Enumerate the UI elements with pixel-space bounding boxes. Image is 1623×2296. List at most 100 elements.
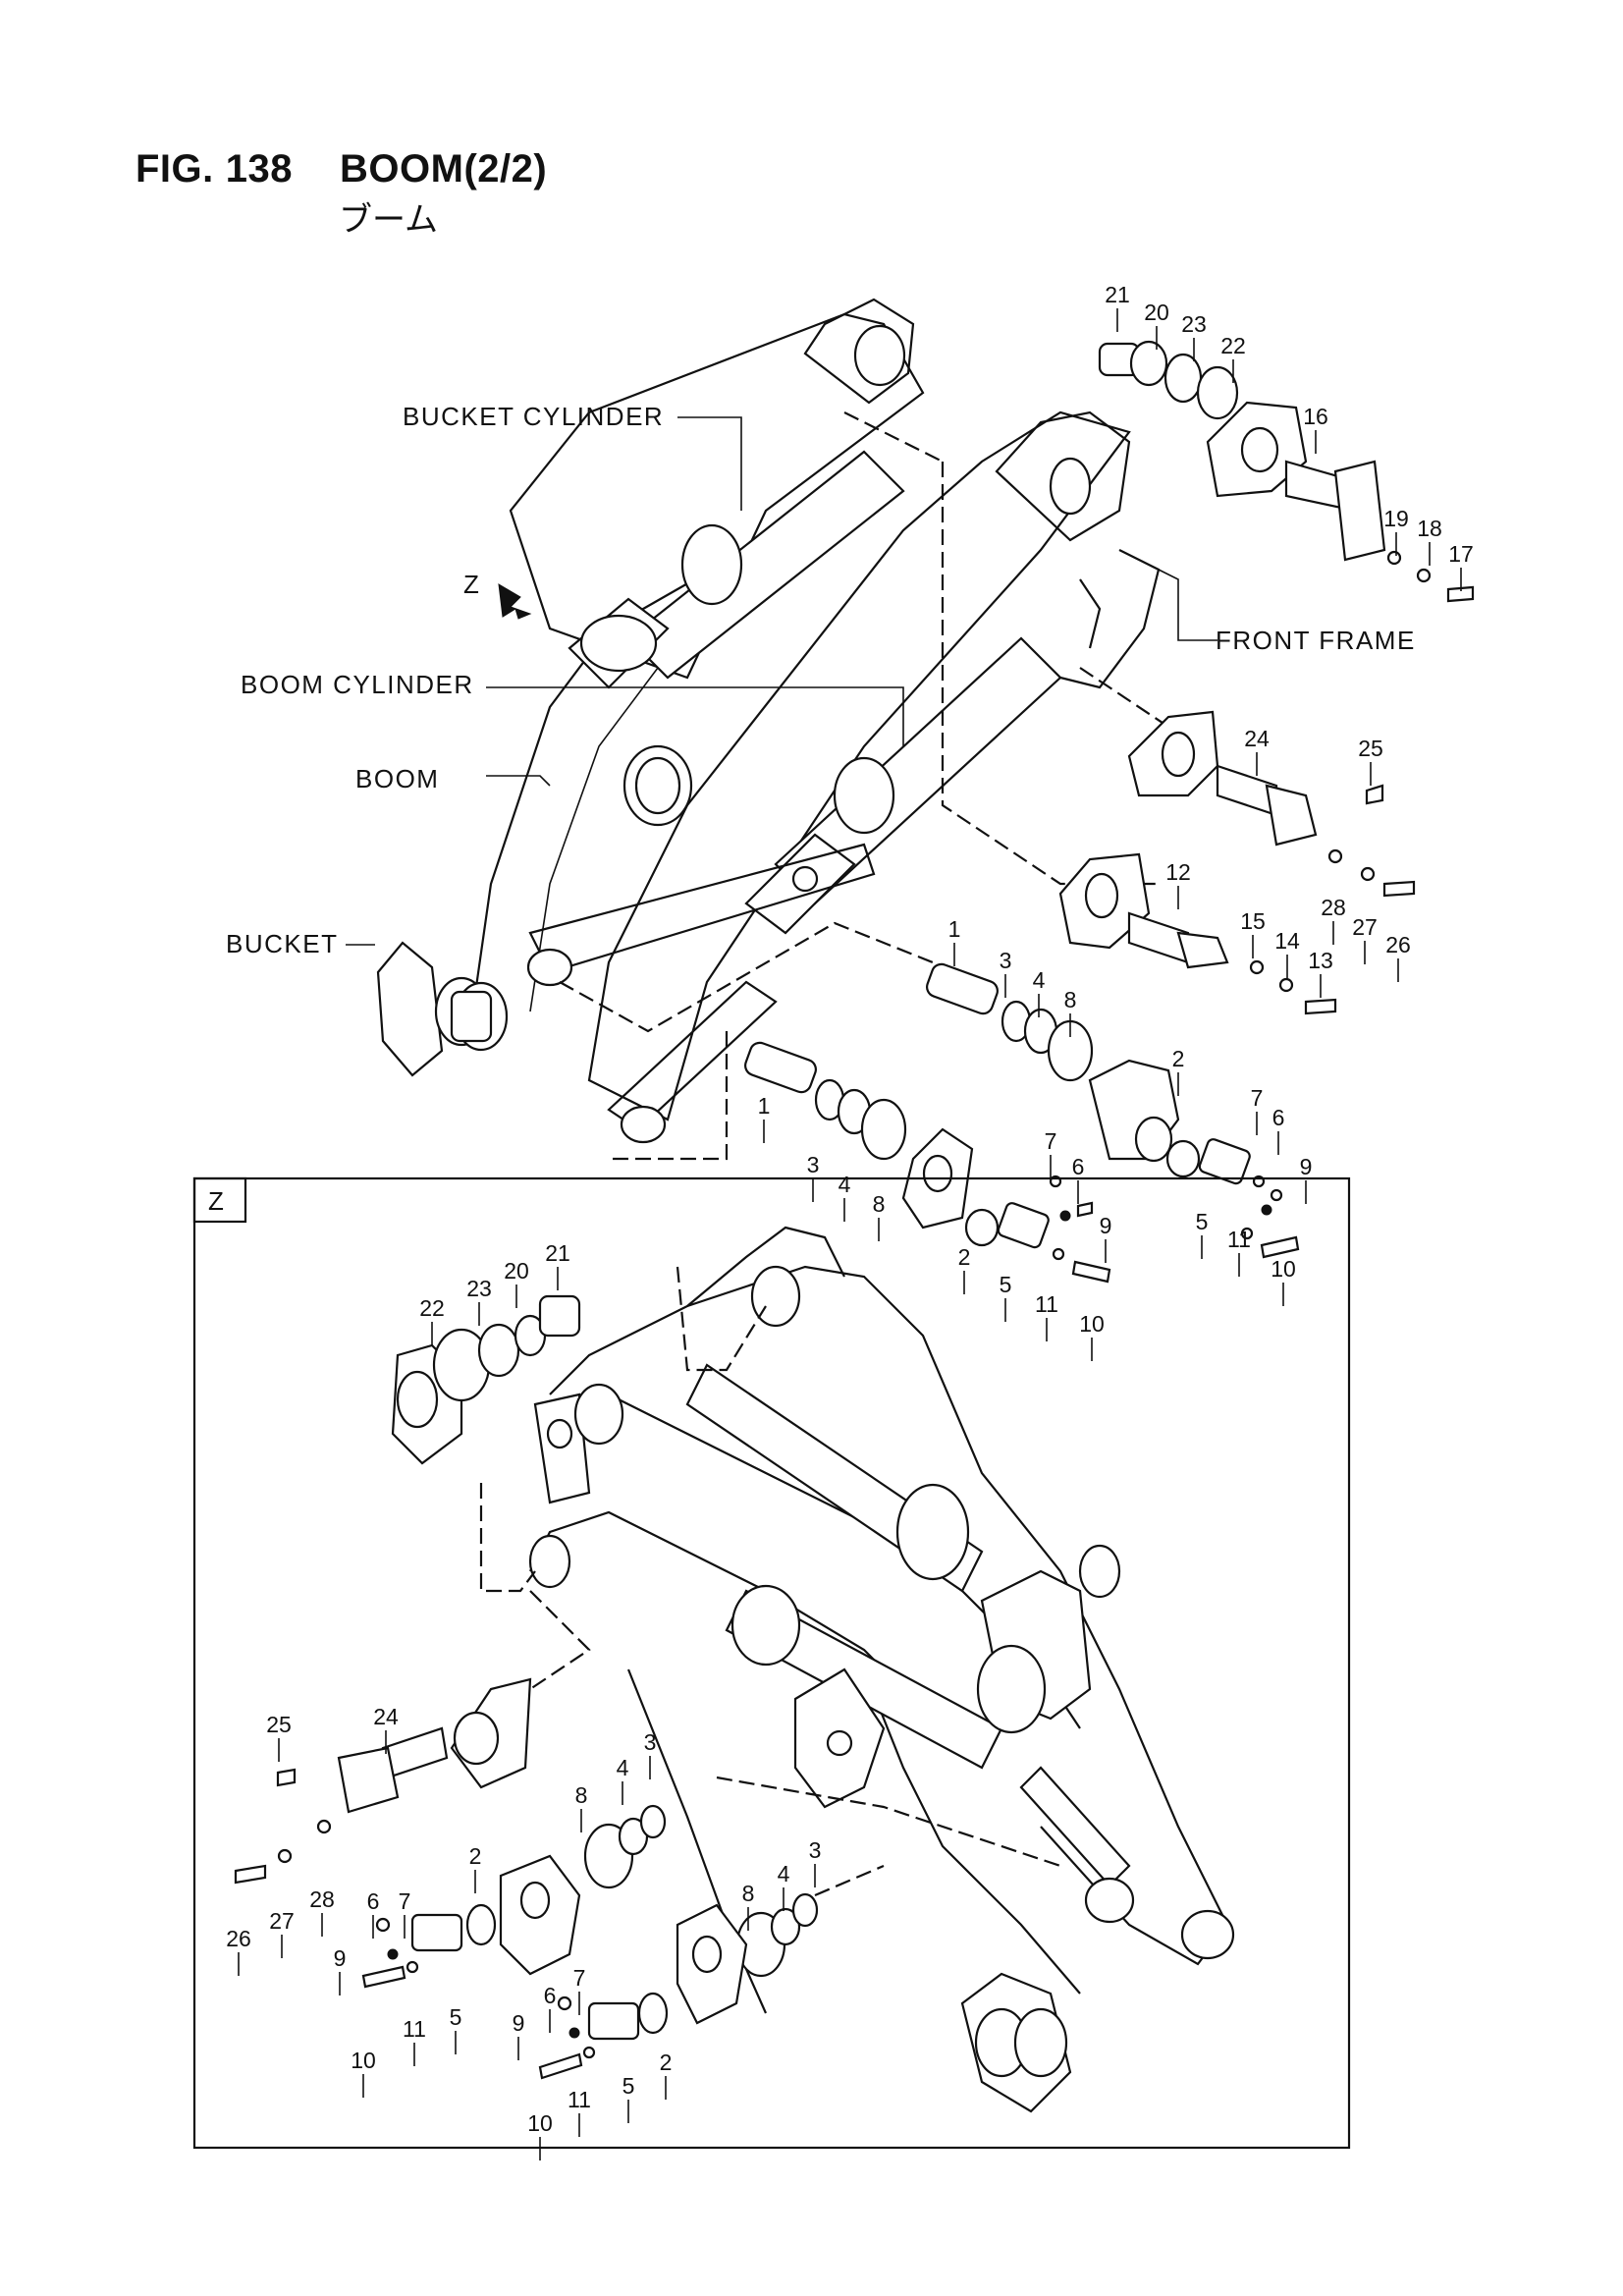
part-callout-5: 5 <box>622 2073 635 2099</box>
bucket-cylinder <box>568 450 905 689</box>
part-callout-1: 1 <box>948 916 961 942</box>
text-labels: BUCKET CYLINDER FRONT FRAME BOOM CYLINDE… <box>208 402 1416 1216</box>
label-front-frame: FRONT FRAME <box>1216 626 1416 655</box>
part-callout-9: 9 <box>1300 1154 1313 1179</box>
part-callout-19: 19 <box>1383 506 1409 531</box>
upper-assembly <box>346 298 1475 1284</box>
part-callout-21: 21 <box>545 1240 570 1266</box>
part-callout-6: 6 <box>1072 1154 1085 1179</box>
top-pivot-right <box>995 410 1131 542</box>
part-callout-11: 11 <box>1227 1227 1251 1252</box>
figure-number: 138 <box>225 147 294 191</box>
part-callout-22: 22 <box>1220 333 1246 358</box>
front-frame-edge <box>1059 549 1161 689</box>
part-callout-28: 28 <box>1321 895 1346 920</box>
part-callout-7: 7 <box>399 1888 411 1914</box>
label-detail-box: Z <box>208 1186 225 1216</box>
part-callout-28: 28 <box>309 1886 335 1912</box>
part-callout-18: 18 <box>1417 516 1442 541</box>
part-callout-7: 7 <box>1045 1128 1057 1154</box>
part-callout-23: 23 <box>466 1276 492 1301</box>
label-bucket-cylinder: BUCKET CYLINDER <box>403 402 664 431</box>
part-callout-1: 1 <box>758 1093 771 1119</box>
part-callout-8: 8 <box>873 1191 886 1217</box>
part-callout-2: 2 <box>1172 1046 1185 1071</box>
label-bucket: BUCKET <box>226 929 338 958</box>
figure-prefix: FIG. <box>135 147 214 191</box>
part-callout-24: 24 <box>1244 726 1270 751</box>
pin-1-group-lower <box>744 1041 1111 1284</box>
part-callout-2: 2 <box>660 2050 673 2075</box>
figure-title: FIG.138 BOOM(2/2) <box>135 147 547 191</box>
part-callout-11: 11 <box>1035 1291 1058 1317</box>
z-frame-outline <box>549 1265 1229 1966</box>
part-callout-4: 4 <box>778 1861 790 1886</box>
boom-cylinder <box>744 636 1062 935</box>
boom-outline <box>469 549 747 1022</box>
part-callout-27: 27 <box>1352 914 1378 940</box>
part-callout-4: 4 <box>1033 967 1046 993</box>
label-boom-cylinder: BOOM CYLINDER <box>241 670 474 699</box>
part-callout-27: 27 <box>269 1908 295 1934</box>
part-callout-15: 15 <box>1240 908 1266 934</box>
part-callout-5: 5 <box>1000 1272 1012 1297</box>
pin-12-group <box>1058 852 1337 1015</box>
label-boom: BOOM <box>355 764 439 793</box>
part-callout-9: 9 <box>513 2010 525 2036</box>
part-callout-16: 16 <box>1303 404 1328 429</box>
figure-name: BOOM(2/2) <box>340 147 548 191</box>
top-pivot-left <box>803 298 915 405</box>
part-callout-25: 25 <box>266 1712 292 1737</box>
part-callout-3: 3 <box>809 1837 822 1863</box>
part-callout-24: 24 <box>373 1704 399 1729</box>
part-callout-21: 21 <box>1105 282 1130 307</box>
part-callout-6: 6 <box>1272 1105 1285 1130</box>
part-callout-23: 23 <box>1181 311 1207 337</box>
part-callout-25: 25 <box>1358 736 1383 761</box>
figure-subtitle: ブーム <box>339 201 438 239</box>
pin-16-group <box>1098 340 1475 603</box>
part-callout-11: 11 <box>403 2016 426 2042</box>
part-callout-3: 3 <box>1000 948 1012 973</box>
label-view-z: Z <box>463 570 480 599</box>
part-callout-2: 2 <box>958 1244 971 1270</box>
part-callout-2: 2 <box>469 1843 482 1869</box>
part-callout-3: 3 <box>644 1729 657 1755</box>
part-callout-8: 8 <box>742 1881 755 1906</box>
part-callout-4: 4 <box>839 1172 851 1197</box>
detail-corner-box <box>192 1176 247 1224</box>
part-callout-20: 20 <box>504 1258 529 1284</box>
detail-frame <box>192 1176 1351 2150</box>
part-callout-14: 14 <box>1274 928 1300 954</box>
part-callout-13: 13 <box>1308 948 1333 973</box>
part-callout-20: 20 <box>1144 300 1169 325</box>
part-callout-11: 11 <box>568 2087 591 2112</box>
view-z-arrow <box>498 583 532 620</box>
part-callout-10: 10 <box>1271 1256 1296 1282</box>
part-callout-8: 8 <box>575 1782 588 1808</box>
bucket-attachment <box>376 941 509 1077</box>
part-callout-26: 26 <box>1385 932 1411 957</box>
part-callout-8: 8 <box>1064 987 1077 1012</box>
part-callout-7: 7 <box>1251 1085 1264 1111</box>
part-callout-5: 5 <box>450 2004 462 2030</box>
part-callout-17: 17 <box>1448 541 1474 567</box>
part-callout-10: 10 <box>1079 1311 1105 1337</box>
part-callout-12: 12 <box>1165 859 1191 885</box>
part-callout-5: 5 <box>1196 1209 1209 1234</box>
part-callout-9: 9 <box>334 1945 347 1971</box>
detail-view-z <box>192 1176 1351 2150</box>
boom-arm-right <box>587 410 1131 1121</box>
pin-1-group-upper <box>926 962 1300 1259</box>
part-callout-9: 9 <box>1100 1213 1112 1238</box>
part-callout-7: 7 <box>573 1965 586 1991</box>
part-callout-10: 10 <box>527 2110 553 2136</box>
part-callout-4: 4 <box>617 1755 629 1780</box>
part-callout-3: 3 <box>807 1152 820 1177</box>
part-callout-6: 6 <box>544 1983 557 2008</box>
part-callout-6: 6 <box>367 1888 380 1914</box>
pin-24-group <box>1127 710 1416 898</box>
part-callout-26: 26 <box>226 1926 251 1951</box>
